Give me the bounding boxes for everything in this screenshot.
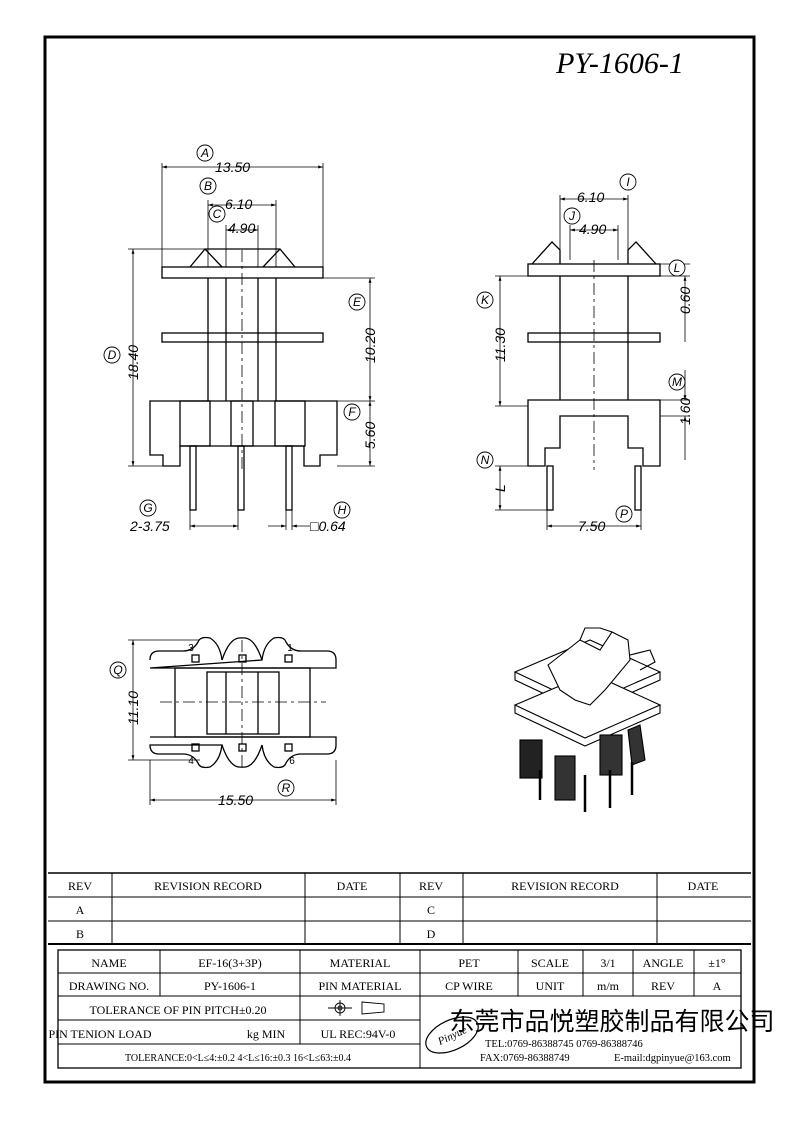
front-dim-lines xyxy=(128,163,375,530)
dim-L-letter: L xyxy=(492,484,508,492)
dim-E-value: 10.20 xyxy=(362,328,378,363)
name-label: NAME xyxy=(91,956,126,970)
pin-load-unit: kg MIN xyxy=(247,1027,286,1041)
dim-P-value: 7.50 xyxy=(578,518,605,534)
label-C: C xyxy=(213,207,222,221)
callout-letters: A B C D E F G H I J K L M N P Q R xyxy=(108,146,682,795)
pin-material-label: PIN MATERIAL xyxy=(319,979,402,993)
dimension-values: 13.50 6.10 4.90 18.40 10.20 5.60 2-3.75 … xyxy=(125,159,693,808)
tolerance-pitch: TOLERANCE OF PIN PITCH±0.20 xyxy=(89,1003,266,1017)
rev-header-2: REV xyxy=(419,879,443,893)
isometric-view xyxy=(513,627,662,812)
company-tel: TEL:0769-86388745 0769-86388746 xyxy=(485,1039,643,1050)
unit-label: UNIT xyxy=(536,979,565,993)
unit-value: m/m xyxy=(597,979,620,993)
sheet-border xyxy=(43,35,756,1084)
label-I: I xyxy=(626,175,630,189)
date-header-1: DATE xyxy=(337,879,368,893)
bottom-view xyxy=(149,636,337,770)
dim-C-value: 4.90 xyxy=(228,220,255,236)
dim-F-value: 5.60 xyxy=(362,422,378,449)
pin-1-label: 1 xyxy=(287,643,293,654)
revision-table-grid xyxy=(48,872,751,945)
label-A: A xyxy=(200,146,209,160)
label-Q: Q xyxy=(113,663,122,677)
rev-header-1: REV xyxy=(68,879,92,893)
label-P: P xyxy=(620,507,628,521)
callout-circles xyxy=(103,144,686,797)
dim-J-value: 4.90 xyxy=(579,221,606,237)
dim-R-value: 15.50 xyxy=(218,792,253,808)
front-view xyxy=(149,248,338,511)
dim-I-value: 6.10 xyxy=(577,189,604,205)
dim-H-value: □0.64 xyxy=(310,518,346,534)
angle-value: ±1° xyxy=(708,956,726,970)
material-value: PET xyxy=(458,956,480,970)
record-header-1: REVISION RECORD xyxy=(154,879,262,893)
dim-M-value: 1.60 xyxy=(677,398,693,425)
label-M: M xyxy=(672,375,682,389)
dim-K-value: 11.30 xyxy=(492,328,508,362)
record-header-2: REVISION RECORD xyxy=(511,879,619,893)
dim-A-value: 13.50 xyxy=(215,159,250,175)
dim-D-value: 18.40 xyxy=(125,345,141,380)
title-block-grid xyxy=(57,949,742,1069)
pin-3-label: 3 xyxy=(188,643,194,654)
date-header-2: DATE xyxy=(688,879,719,893)
rev-value: A xyxy=(713,979,722,993)
tolerance-general: TOLERANCE:0<L≤4:±0.2 4<L≤16:±0.3 16<L≤63… xyxy=(125,1053,351,1064)
company-fax: FAX:0769-86388749 xyxy=(480,1053,570,1064)
label-R: R xyxy=(282,781,291,795)
dim-G-value: 2-3.75 xyxy=(129,518,170,534)
material-label: MATERIAL xyxy=(330,956,391,970)
label-B: B xyxy=(204,179,212,193)
rev-label: REV xyxy=(651,979,675,993)
scale-label: SCALE xyxy=(531,956,569,970)
drawing-no-label: DRAWING NO. xyxy=(69,979,149,993)
rev-c: C xyxy=(427,903,435,917)
side-view xyxy=(527,241,661,511)
scale-value: 3/1 xyxy=(600,956,615,970)
label-G: G xyxy=(143,501,152,515)
dim-L-value: 0.60 xyxy=(677,287,693,314)
projection-symbol-icon xyxy=(328,1000,385,1016)
pin-material-value: CP WIRE xyxy=(445,979,493,993)
label-J: J xyxy=(568,209,576,223)
rev-b: B xyxy=(76,927,84,941)
side-dim-lines xyxy=(495,195,690,530)
label-E: E xyxy=(353,295,362,309)
ul-rec: UL REC:94V-0 xyxy=(321,1027,396,1041)
title-block-text: NAME EF-16(3+3P) MATERIAL PET SCALE 3/1 … xyxy=(48,956,725,1064)
company-email: E-mail:dgpinyue@163.com xyxy=(614,1053,731,1064)
label-K: K xyxy=(481,293,490,307)
company-name: 东莞市品悦塑胶制品有限公司 xyxy=(449,1008,774,1036)
dim-Q-value: 11.10 xyxy=(125,691,141,725)
bottom-dim-lines xyxy=(128,639,337,805)
name-value: EF-16(3+3P) xyxy=(198,956,261,970)
drawing-title: PY-1606-1 xyxy=(555,47,684,80)
pin-4-label: 4 xyxy=(188,756,194,767)
pin-load-label: PIN TENION LOAD xyxy=(48,1027,151,1041)
label-H: H xyxy=(338,503,347,517)
dim-B-value: 6.10 xyxy=(225,196,252,212)
rev-d: D xyxy=(427,927,436,941)
rev-a: A xyxy=(76,903,85,917)
label-F: F xyxy=(348,405,356,419)
pin-6-label: 6 xyxy=(289,756,295,767)
revision-table-text: REV REVISION RECORD DATE REV REVISION RE… xyxy=(68,879,718,941)
label-D: D xyxy=(108,348,117,362)
label-L: L xyxy=(674,261,681,275)
drawing-no-value: PY-1606-1 xyxy=(204,979,256,993)
label-N: N xyxy=(481,453,490,467)
pin-numbers: 3 1 4 6 xyxy=(188,643,295,767)
angle-label: ANGLE xyxy=(643,956,684,970)
